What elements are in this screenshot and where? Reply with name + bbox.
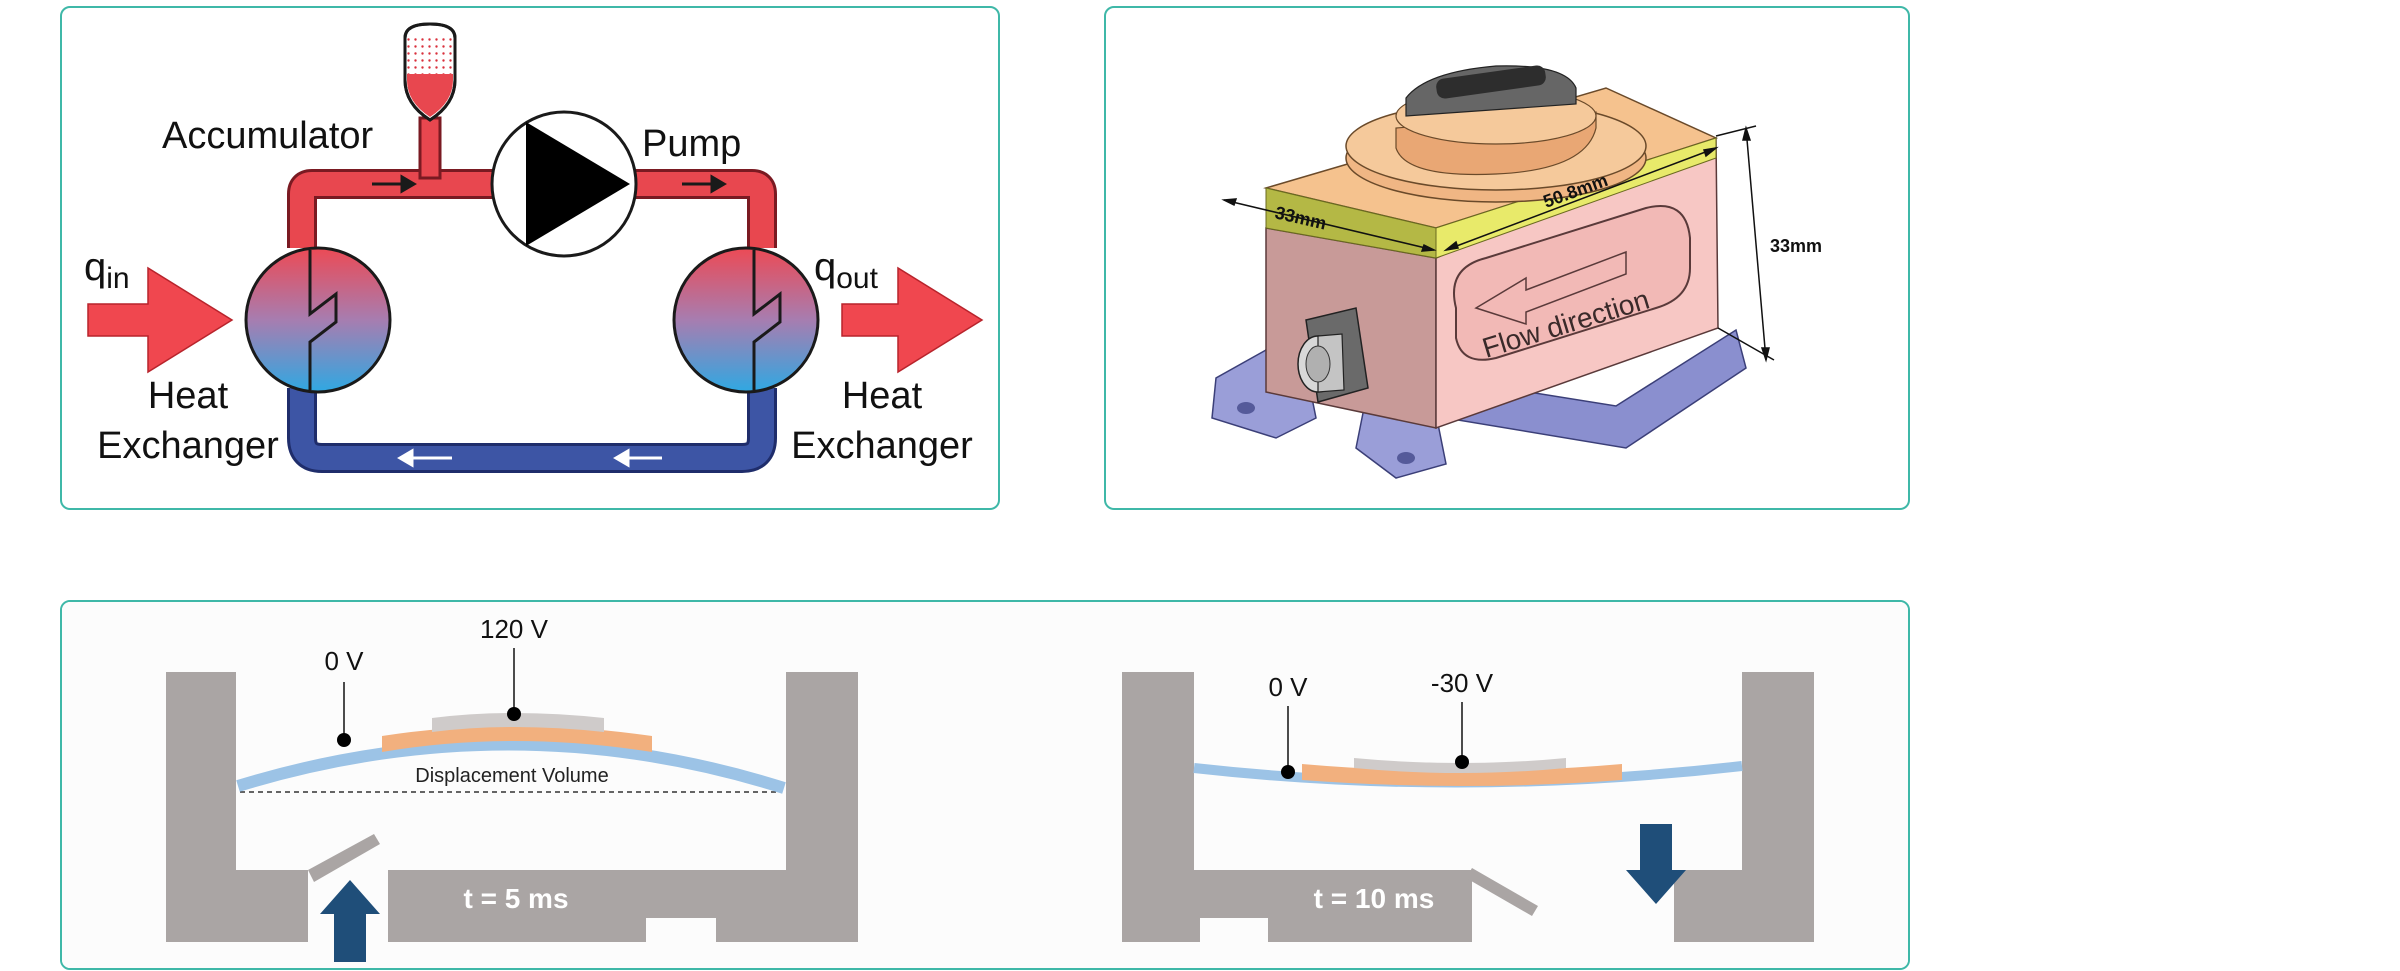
displacement-volume-label: Displacement Volume (415, 765, 608, 787)
flow-arrow-hot-right (682, 174, 727, 194)
left-voltage-edge: 0 V (324, 646, 364, 676)
dimension-lines (1221, 125, 1775, 363)
pump-label: Pump (642, 123, 741, 165)
left-time-label: t = 5 ms (463, 883, 568, 914)
flow-window (1453, 205, 1691, 361)
flow-arrow-cold-left (397, 448, 452, 468)
electrode-left (432, 713, 604, 732)
accumulator-label: Accumulator (162, 115, 374, 157)
left-voltage-actuator: 120 V (480, 614, 549, 644)
right-voltage-actuator: -30 V (1431, 668, 1494, 698)
chamber-left (166, 672, 858, 942)
chamber-right (1122, 672, 1814, 942)
loop-schematic-panel: Accumulator Pump qin qout Heat Exchanger… (60, 6, 1000, 510)
contact-dot-actuator-left (507, 707, 521, 721)
heat-exchanger-right-icon (672, 246, 820, 394)
inflow-arrow-left (320, 880, 380, 962)
valve-flap-right (1466, 868, 1538, 916)
contact-dot-edge-left (337, 733, 351, 747)
heat-in-arrow (87, 266, 234, 374)
heat-exchanger-left-line1: Heat (148, 375, 229, 417)
accumulator-icon (403, 22, 457, 122)
valve-flap-left (308, 834, 380, 882)
inlet-nozzle (1297, 307, 1369, 403)
contact-dot-edge-right (1281, 765, 1295, 779)
q-out-label: qout (814, 245, 879, 295)
heat-exchanger-left-line2: Exchanger (97, 425, 279, 467)
flow-arrow-hot-left (372, 174, 417, 194)
heat-exchanger-right-line2: Exchanger (791, 425, 973, 467)
pump-cycle-panel: t = 5 ms Displacement Volume 0 V 120 V t… (60, 600, 1910, 970)
right-voltage-edge: 0 V (1268, 672, 1308, 702)
membrane-left (236, 738, 786, 794)
piezo-layer-left (382, 726, 652, 752)
outflow-arrow-right (1626, 824, 1686, 904)
right-time-label: t = 10 ms (1314, 883, 1435, 914)
flow-arrow-cold-right (613, 448, 662, 468)
flow-direction-arrow (1474, 250, 1627, 326)
pump-cycle-svg: t = 5 ms Displacement Volume 0 V 120 V t… (62, 602, 1908, 968)
contact-dot-actuator-right (1455, 755, 1469, 769)
loop-schematic-svg: Accumulator Pump qin qout Heat Exchanger… (84, 22, 984, 473)
height-dimension-label: 33mm (1770, 236, 1822, 256)
heat-exchanger-left-icon (244, 246, 392, 394)
heat-exchanger-right-line1: Heat (842, 375, 923, 417)
pump-housing-svg: Flow direction 33mm 50.8mm 33mm (1211, 65, 1822, 479)
pump-housing-panel: Flow direction 33mm 50.8mm 33mm (1104, 6, 1910, 510)
heat-out-arrow (841, 266, 984, 374)
pump-icon (490, 110, 638, 258)
q-in-label: qin (84, 245, 130, 295)
